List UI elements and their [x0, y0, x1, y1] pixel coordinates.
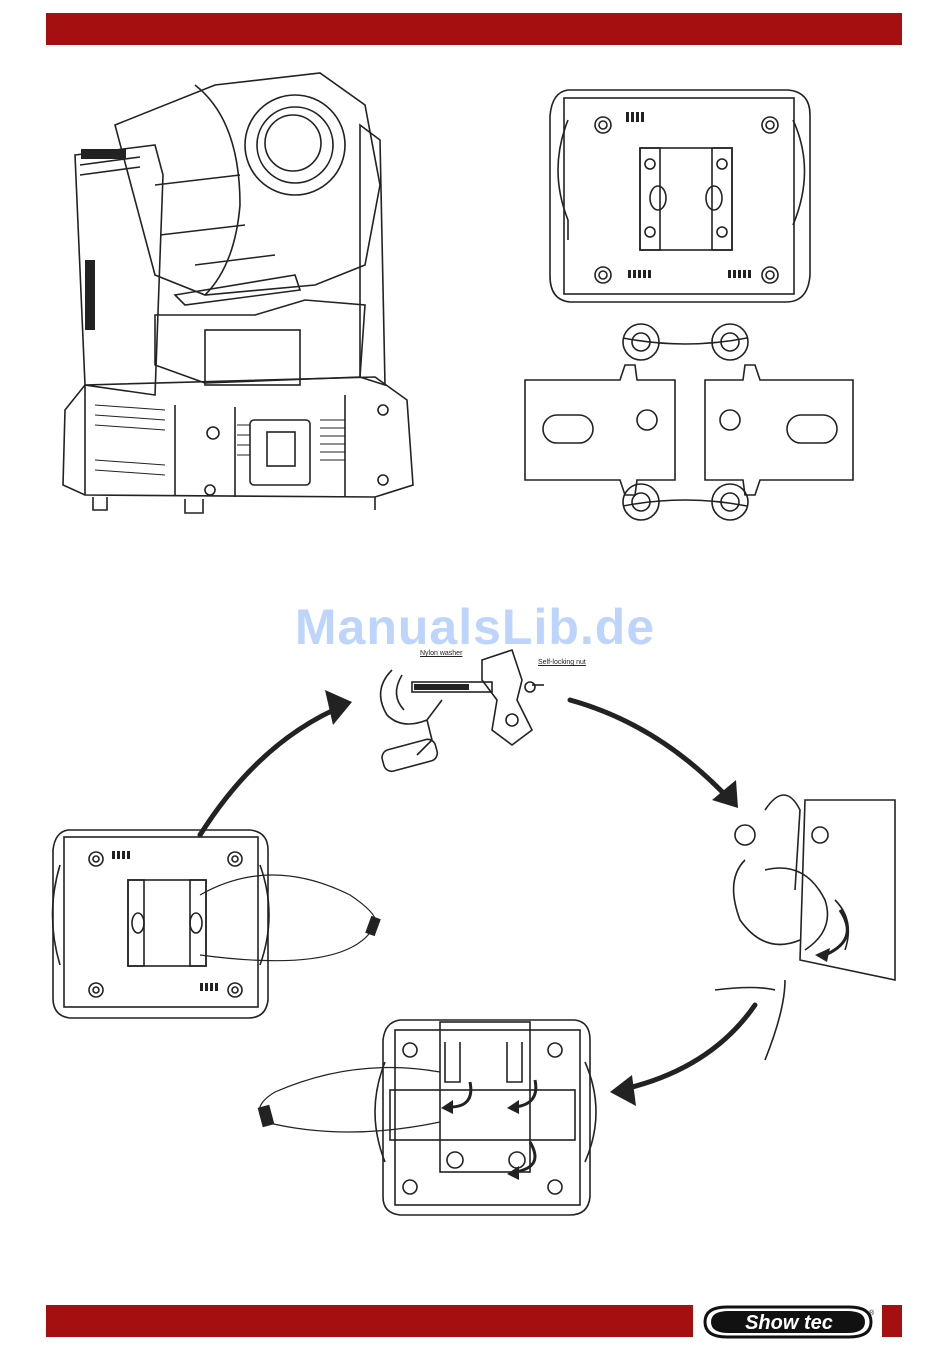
fixture-safety-cable-view — [50, 825, 395, 1025]
footer-bar — [46, 1305, 693, 1337]
showtec-logo: Show tec ® — [697, 1303, 879, 1341]
logo-text: Show tec — [745, 1312, 833, 1334]
footer-bar-end — [882, 1305, 902, 1337]
arrow-to-clamp — [200, 705, 345, 835]
bracket-assembly-view — [245, 1012, 605, 1220]
clamp-attachment-illustration — [705, 780, 895, 1060]
registered-mark: ® — [869, 1309, 875, 1317]
